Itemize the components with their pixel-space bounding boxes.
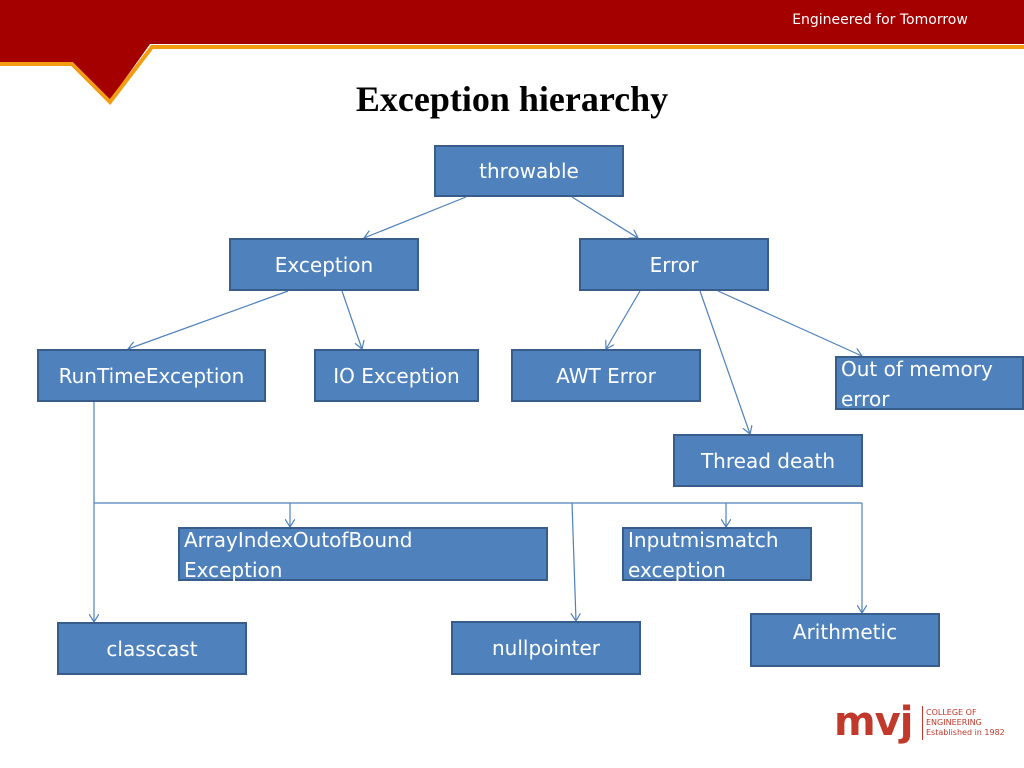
- node-classcast-label: classcast: [106, 636, 198, 661]
- node-out-of-memory-line2: error: [841, 387, 890, 411]
- node-nullpointer: nullpointer: [451, 621, 641, 675]
- node-out-of-memory-line1: Out of memory: [841, 357, 993, 381]
- edge-error-awt: [606, 290, 641, 349]
- edge-runtime-nullpointer: [572, 502, 576, 621]
- node-throwable: throwable: [434, 145, 624, 197]
- node-arithmetic-label: Arithmetic: [792, 620, 898, 644]
- node-io-exception: IO Exception: [314, 349, 479, 402]
- node-array-index-line1: ArrayIndexOutofBound: [184, 528, 413, 552]
- node-arithmetic: Arithmetic: [750, 613, 940, 667]
- header-accent-line: [0, 45, 1024, 106]
- node-nullpointer-label: nullpointer: [492, 636, 600, 660]
- node-exception: Exception: [229, 238, 419, 291]
- logo-divider: [922, 706, 923, 740]
- edge-error-thread-death: [699, 290, 750, 434]
- node-awt-error: AWT Error: [511, 349, 701, 402]
- node-array-index-out-of-bound-exception: ArrayIndexOutofBound Exception: [178, 527, 548, 582]
- page-title: Exception hierarchy: [355, 79, 669, 119]
- edge-exception-io: [341, 290, 362, 349]
- node-io-exception-label: IO Exception: [333, 363, 460, 388]
- logo-line2: ENGINEERING: [926, 718, 982, 727]
- node-awt-error-label: AWT Error: [556, 363, 656, 388]
- edge-throwable-error: [571, 196, 638, 238]
- edge-error-out-of-memory: [717, 290, 862, 356]
- logo-line3: Established in 1982: [926, 728, 1005, 737]
- node-classcast: classcast: [57, 622, 247, 675]
- logo-text: COLLEGE OF ENGINEERING Established in 19…: [926, 708, 1006, 738]
- node-runtime-exception: RunTimeException: [37, 349, 266, 402]
- logo-line1: COLLEGE OF: [926, 708, 977, 717]
- node-runtime-exception-label: RunTimeException: [58, 363, 245, 388]
- node-error: Error: [579, 238, 769, 291]
- node-array-index-line2: Exception: [184, 558, 283, 582]
- edge-exception-runtime: [128, 290, 289, 349]
- college-logo: mvj COLLEGE OF ENGINEERING Established i…: [834, 699, 1006, 750]
- node-out-of-memory-error: Out of memory error: [835, 356, 1024, 411]
- header-red-bar: [0, 0, 1024, 100]
- header-tagline: Engineered for Tomorrow: [792, 12, 968, 28]
- node-thread-death: Thread death: [673, 434, 863, 487]
- node-input-mismatch-line1: Inputmismatch: [628, 528, 779, 552]
- edge-throwable-exception: [364, 196, 467, 238]
- node-thread-death-label: Thread death: [700, 448, 836, 473]
- node-input-mismatch-line2: exception: [628, 558, 726, 582]
- logo-mark: mvj: [834, 699, 913, 745]
- node-input-mismatch-exception: Inputmismatch exception: [622, 527, 812, 582]
- node-throwable-label: throwable: [479, 159, 579, 183]
- header-banner: [0, 0, 1024, 106]
- node-exception-label: Exception: [274, 252, 374, 277]
- node-error-label: Error: [649, 252, 699, 277]
